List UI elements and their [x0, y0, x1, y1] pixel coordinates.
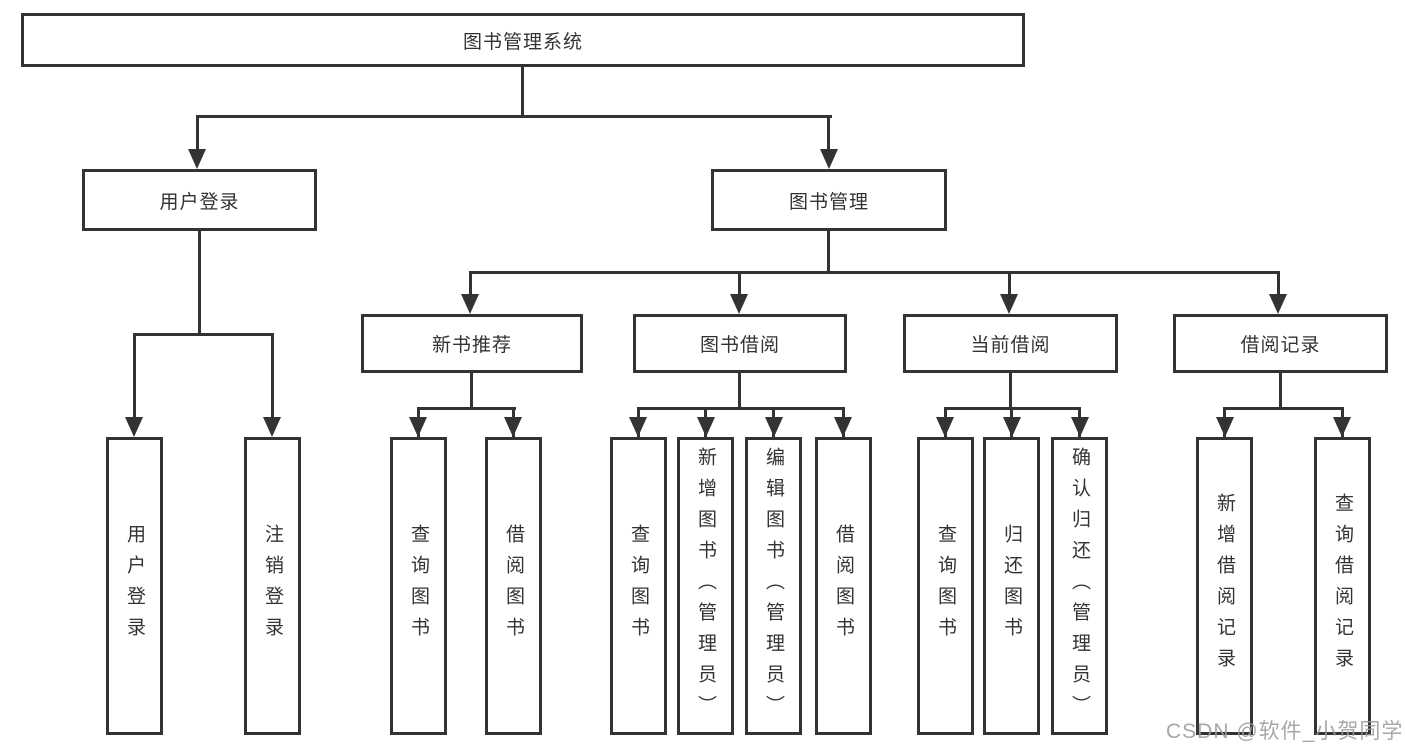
- leaf-add-borrow-record: 新增借阅记录: [1196, 437, 1253, 735]
- node-new-book-recommendation: 新书推荐: [361, 314, 583, 373]
- leaf-borrow-books-recommend-label: 借阅图书: [503, 524, 524, 648]
- connector-line: [470, 373, 473, 410]
- leaf-query-books-borrowing: 查询图书: [610, 437, 667, 735]
- arrowhead-down-icon: [409, 417, 427, 437]
- connector-line: [133, 333, 274, 336]
- arrowhead-down-icon: [629, 417, 647, 437]
- node-book-management-label: 图书管理: [788, 191, 869, 213]
- node-root: 图书管理系统: [21, 13, 1025, 67]
- leaf-edit-book-admin-label: 编辑图书（管理员）: [763, 446, 784, 726]
- node-new-book-recommendation-label: 新书推荐: [431, 335, 512, 356]
- leaf-edit-book-admin: 编辑图书（管理员）: [745, 437, 802, 735]
- arrowhead-down-icon: [820, 149, 838, 169]
- leaf-query-books-current-label: 查询图书: [935, 524, 956, 648]
- node-borrowing-records-label: 借阅记录: [1240, 335, 1321, 356]
- node-current-borrowing-label: 当前借阅: [970, 335, 1051, 356]
- leaf-query-books-recommend-label: 查询图书: [408, 524, 429, 648]
- connector-line: [469, 271, 1280, 274]
- connector-line: [827, 231, 830, 274]
- leaf-user-login-label: 用户登录: [124, 524, 145, 648]
- arrowhead-down-icon: [936, 417, 954, 437]
- connector-line: [133, 333, 136, 419]
- connector-line: [1009, 373, 1012, 410]
- connector-line: [738, 271, 741, 296]
- connector-line: [738, 373, 741, 410]
- arrowhead-down-icon: [765, 417, 783, 437]
- leaf-confirm-return-admin: 确认归还（管理员）: [1051, 437, 1108, 735]
- leaf-query-borrow-record: 查询借阅记录: [1314, 437, 1371, 735]
- connector-line: [271, 333, 274, 419]
- node-current-borrowing: 当前借阅: [903, 314, 1118, 373]
- arrowhead-down-icon: [188, 149, 206, 169]
- arrowhead-down-icon: [125, 417, 143, 437]
- leaf-borrow-books-recommend: 借阅图书: [485, 437, 542, 735]
- leaf-confirm-return-admin-label: 确认归还（管理员）: [1069, 446, 1090, 726]
- leaf-add-borrow-record-label: 新增借阅记录: [1214, 493, 1235, 679]
- leaf-borrow-books-borrowing-label: 借阅图书: [833, 524, 854, 648]
- connector-line: [1008, 271, 1011, 296]
- leaf-logout-label: 注销登录: [262, 524, 283, 648]
- node-book-borrowing: 图书借阅: [633, 314, 847, 373]
- leaf-return-books-label: 归还图书: [1001, 524, 1022, 648]
- arrowhead-down-icon: [697, 417, 715, 437]
- node-user-login-branch-label: 用户登录: [159, 191, 240, 213]
- leaf-add-book-admin-label: 新增图书（管理员）: [695, 446, 716, 726]
- connector-line: [1279, 373, 1282, 410]
- connector-line: [521, 67, 524, 118]
- connector-line: [1277, 271, 1280, 296]
- arrowhead-down-icon: [504, 417, 522, 437]
- arrowhead-down-icon: [730, 294, 748, 314]
- connector-line: [417, 407, 516, 410]
- arrowhead-down-icon: [1000, 294, 1018, 314]
- node-book-management: 图书管理: [711, 169, 947, 231]
- connector-line: [197, 115, 832, 118]
- connector-line: [637, 407, 845, 410]
- connector-line: [827, 115, 830, 151]
- node-user-login-branch: 用户登录: [82, 169, 317, 231]
- arrowhead-down-icon: [1216, 417, 1234, 437]
- leaf-return-books: 归还图书: [983, 437, 1040, 735]
- node-borrowing-records: 借阅记录: [1173, 314, 1388, 373]
- arrowhead-down-icon: [1071, 417, 1089, 437]
- leaf-user-login: 用户登录: [106, 437, 163, 735]
- arrowhead-down-icon: [1269, 294, 1287, 314]
- arrowhead-down-icon: [834, 417, 852, 437]
- leaf-query-books-current: 查询图书: [917, 437, 974, 735]
- csdn-watermark: CSDN @软件_小贺同学: [1166, 720, 1404, 743]
- leaf-query-books-recommend: 查询图书: [390, 437, 447, 735]
- leaf-borrow-books-borrowing: 借阅图书: [815, 437, 872, 735]
- leaf-query-books-borrowing-label: 查询图书: [628, 524, 649, 648]
- arrowhead-down-icon: [1003, 417, 1021, 437]
- connector-line: [469, 271, 472, 296]
- connector-line: [1224, 407, 1344, 410]
- arrowhead-down-icon: [263, 417, 281, 437]
- leaf-logout: 注销登录: [244, 437, 301, 735]
- node-root-label: 图书管理系统: [462, 31, 583, 53]
- leaf-query-borrow-record-label: 查询借阅记录: [1332, 493, 1353, 679]
- connector-line: [198, 231, 201, 336]
- leaf-add-book-admin: 新增图书（管理员）: [677, 437, 734, 735]
- arrowhead-down-icon: [1333, 417, 1351, 437]
- arrowhead-down-icon: [461, 294, 479, 314]
- node-book-borrowing-label: 图书借阅: [699, 335, 780, 356]
- connector-line: [196, 115, 199, 151]
